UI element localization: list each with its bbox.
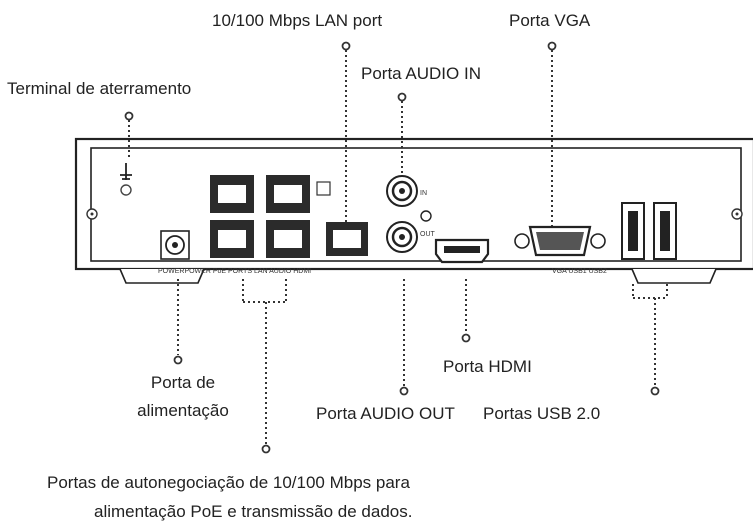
power-port xyxy=(160,230,190,260)
power-port-label-line1: Porta de xyxy=(151,373,215,392)
foot-left xyxy=(119,268,205,284)
audio-in-panel-label: IN xyxy=(420,190,427,197)
poe-port-3 xyxy=(210,220,254,258)
panel-port-label-right: VGA USB1 USB2 xyxy=(552,268,607,275)
hdmi-port-label: Porta HDMI xyxy=(443,357,532,376)
lan-port xyxy=(326,222,368,256)
audio-mode-icon xyxy=(420,210,432,222)
audio-out-label: Porta AUDIO OUT xyxy=(316,404,455,423)
audio-out-panel-label: OUT xyxy=(420,231,436,238)
poe-ports-label-line2: alimentação PoE e transmissão de dados. xyxy=(94,502,412,521)
device-chassis xyxy=(74,137,753,284)
port-indicator-icon xyxy=(316,181,331,196)
audio-in-label: Porta AUDIO IN xyxy=(361,64,481,83)
ground-terminal xyxy=(120,163,132,196)
foot-right xyxy=(631,268,717,284)
usb-port-1 xyxy=(621,202,645,260)
poe-port-2 xyxy=(266,175,310,213)
poe-port-4 xyxy=(266,220,310,258)
panel-port-label-left: POWERPOWER PoE PORTS LAN AUDIO HDMI xyxy=(158,268,311,275)
power-port-label-line2: alimentação xyxy=(137,401,229,420)
poe-ports xyxy=(210,175,331,258)
vga-port xyxy=(514,225,606,257)
leader-lines xyxy=(124,41,668,454)
audio-ports: IN OUT xyxy=(386,175,436,253)
ground-icon xyxy=(120,163,132,180)
poe-port-1 xyxy=(210,175,254,213)
vga-port-label: Porta VGA xyxy=(509,11,591,30)
ground-terminal-label: Terminal de aterramento xyxy=(7,79,191,98)
usb-ports-label: Portas USB 2.0 xyxy=(483,404,600,423)
lan-port-label: 10/100 Mbps LAN port xyxy=(212,11,382,30)
usb-port-2 xyxy=(653,202,677,260)
usb-ports xyxy=(621,202,677,260)
poe-ports-label-line1: Portas de autonegociação de 10/100 Mbps … xyxy=(47,473,410,492)
hdmi-port xyxy=(434,238,490,264)
